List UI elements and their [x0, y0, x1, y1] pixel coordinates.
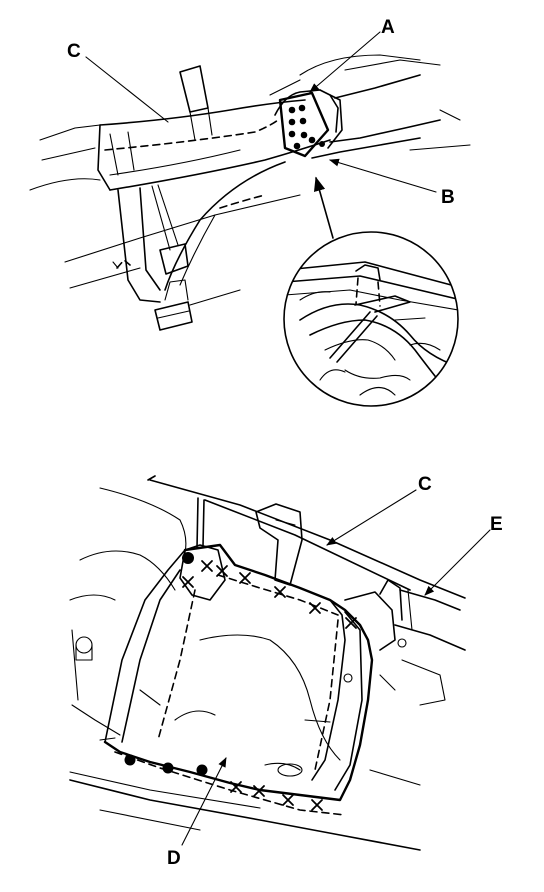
callout-b: B: [441, 187, 455, 208]
upper-view: [29, 31, 471, 407]
callout-c-bottom: C: [418, 474, 432, 495]
callout-a: A: [381, 17, 395, 38]
lower-view: [69, 475, 491, 851]
callout-c-top: C: [67, 41, 81, 62]
weld-marks: [182, 560, 357, 811]
callout-d: D: [167, 848, 181, 869]
callout-e: E: [490, 514, 503, 535]
